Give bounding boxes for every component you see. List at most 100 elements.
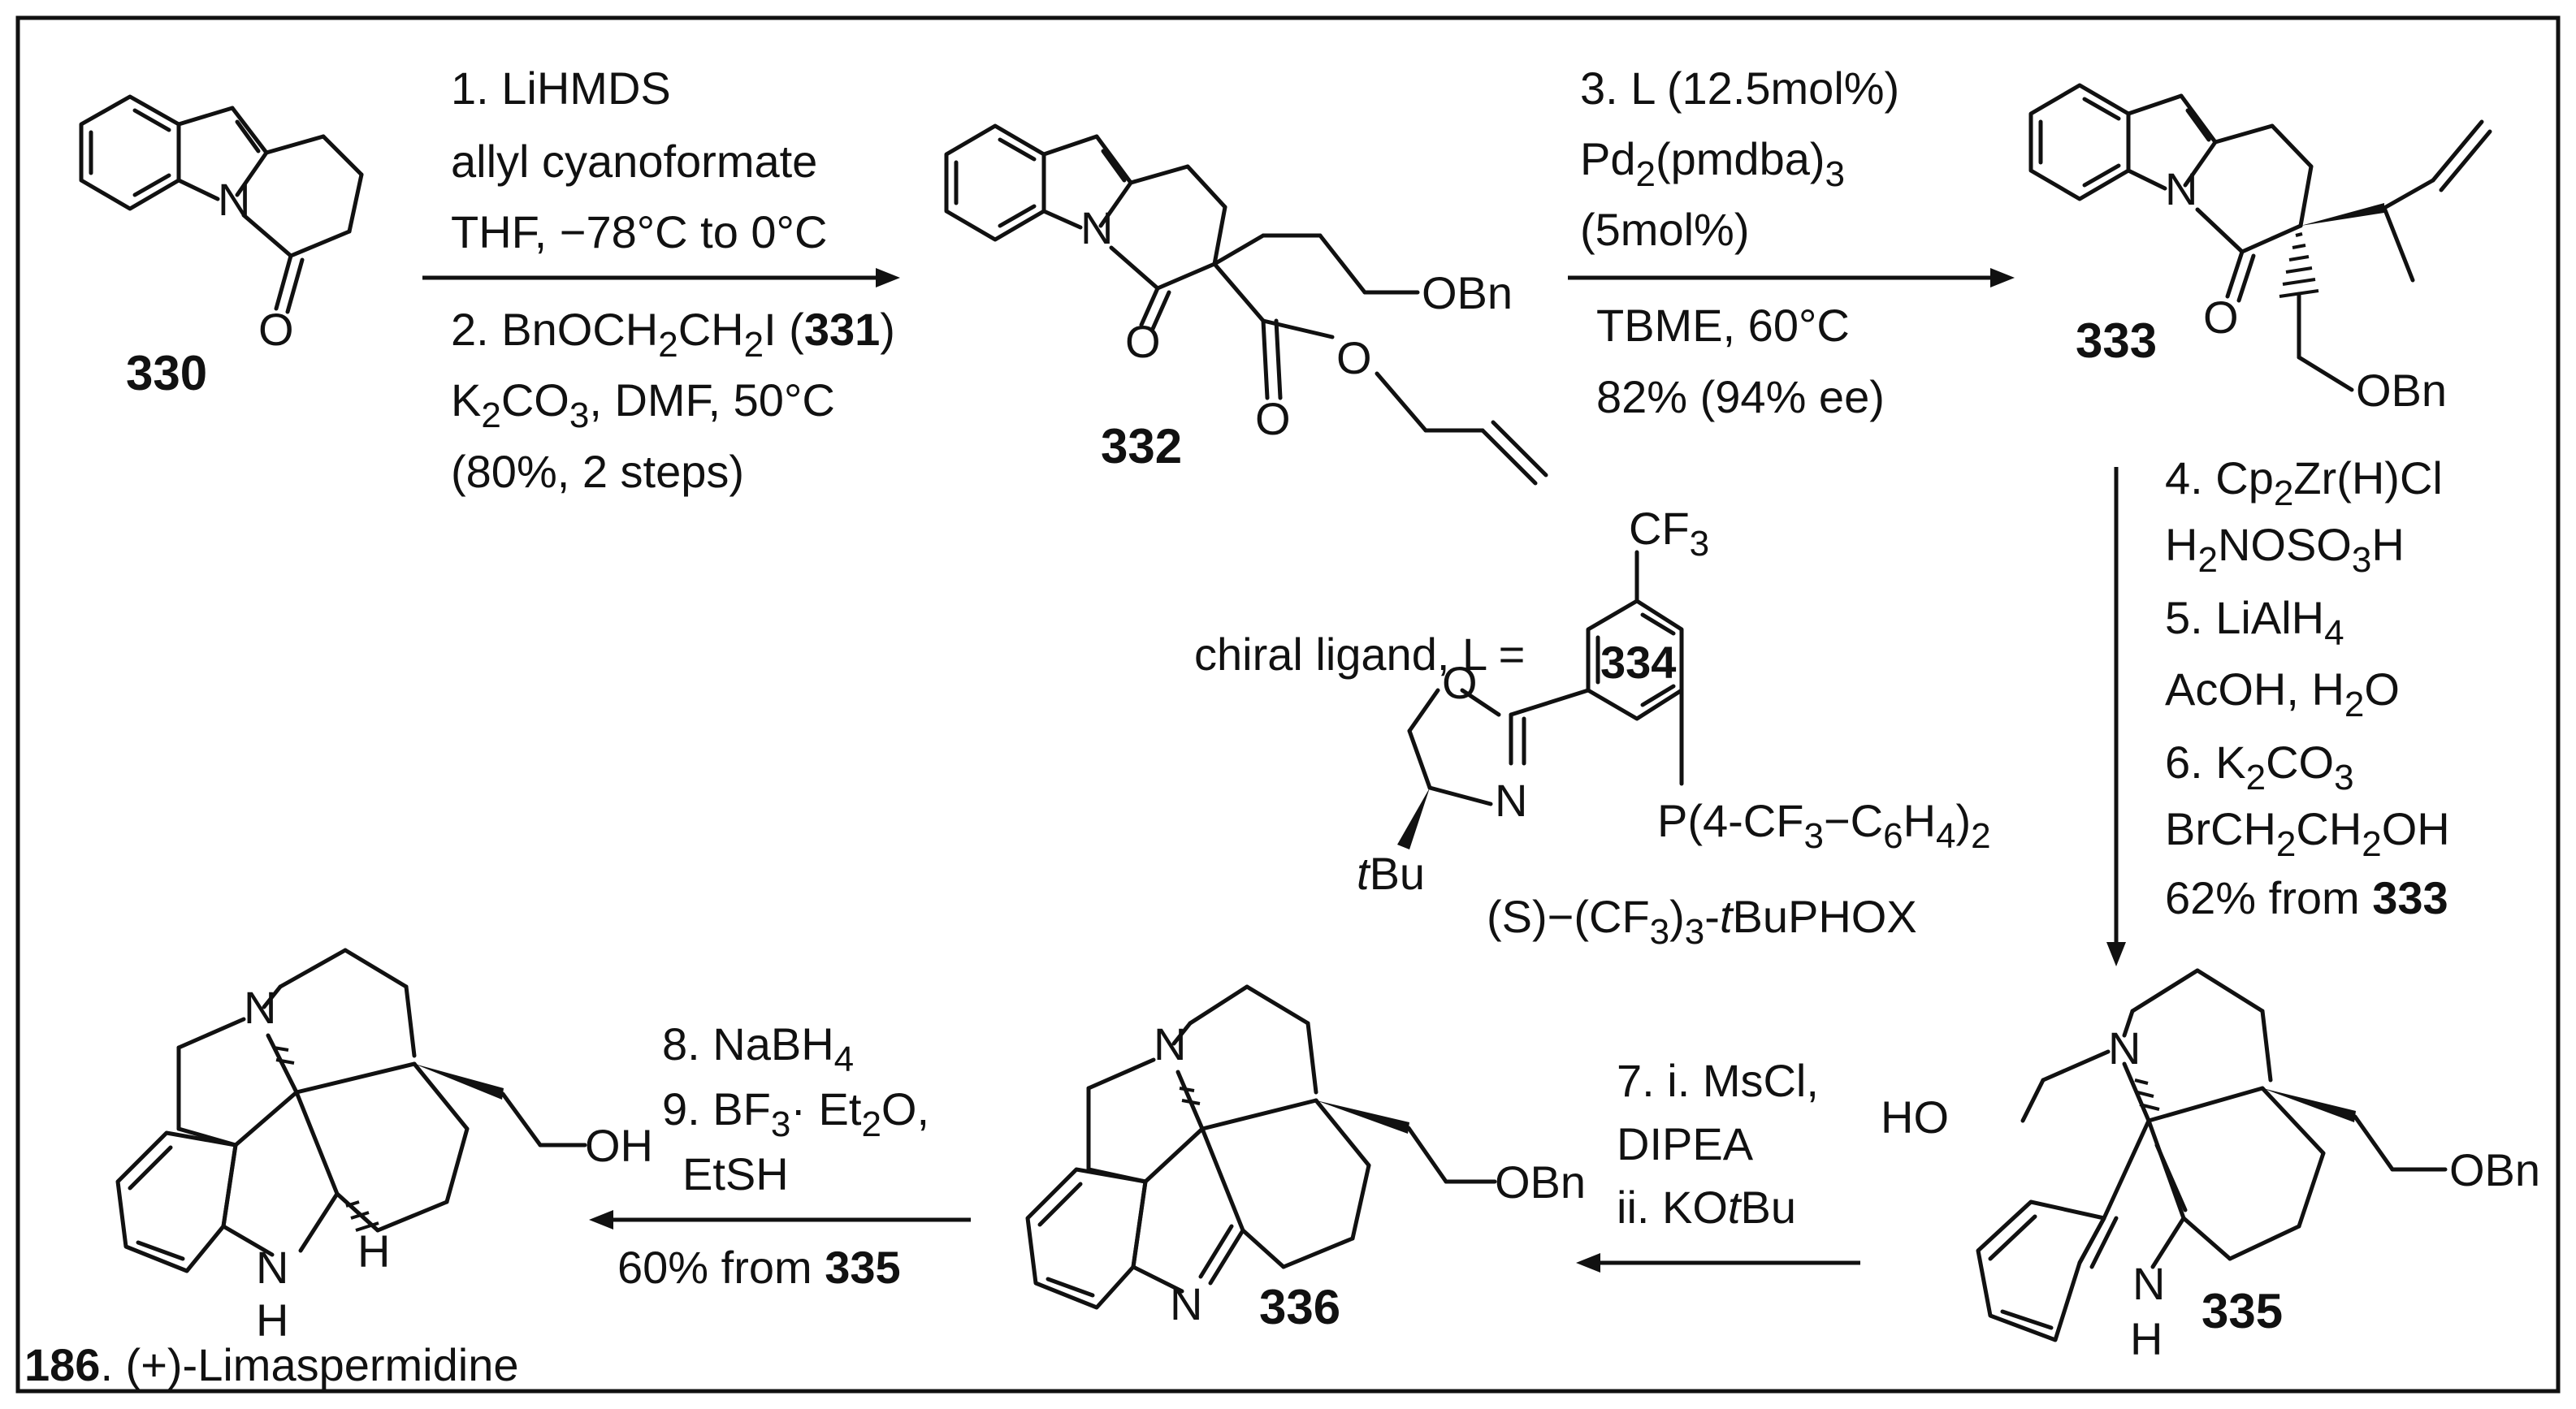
compound-335-structure — [1976, 968, 2448, 1342]
atom-n-336: N — [1154, 1018, 1186, 1070]
atom-cf3-ligand: CF3 — [1629, 503, 1709, 564]
cond-step6-line2-d: 2 — [2362, 824, 2381, 864]
cond-step8-line1: 8. NaBH4 — [662, 1018, 854, 1079]
cond-step9-line3-b: 335 — [825, 1242, 900, 1293]
label-186: 186. (+)-Limaspermidine — [24, 1339, 518, 1390]
label-332: 332 — [1101, 419, 1182, 473]
cond-step6-line1: 6. K2CO3 — [2165, 737, 2354, 797]
atom-n-333: N — [2165, 163, 2197, 214]
atom-o-330: O — [258, 304, 294, 355]
cond-step8-line1-b: 4 — [834, 1039, 854, 1079]
cond-step6-line1-b: 2 — [2246, 758, 2266, 797]
cond-step4-line2-e: H — [2371, 519, 2404, 570]
cond-step3-line2-b: 2 — [1636, 154, 1656, 194]
cond-step4-line1-a: 4. Cp — [2165, 452, 2274, 504]
label-335: 335 — [2202, 1284, 2283, 1338]
cond-step9-line1-b: 3 — [771, 1104, 790, 1144]
cond-step9-line1-c: · Et — [790, 1083, 862, 1135]
cond-step6-line2-a: BrCH — [2165, 803, 2276, 854]
cond-step3-line1: 3. L (12.5mol%) — [1580, 63, 1899, 114]
cond-step2-line2-b: 2 — [481, 395, 500, 435]
cond-step2-line2-c: CO — [501, 374, 569, 426]
cond-step6-line1-d: 3 — [2334, 758, 2353, 797]
cond-step9-line1-d: 2 — [861, 1104, 881, 1144]
cond-step9-line2: EtSH — [682, 1148, 789, 1199]
atom-nh-n-335: N — [2132, 1258, 2165, 1309]
label-336: 336 — [1259, 1280, 1340, 1334]
atom-n-335: N — [2108, 1022, 2141, 1074]
atom-n-imine-336: N — [1170, 1278, 1202, 1329]
ligand-phosphine-g: ) — [1956, 795, 1972, 846]
group-obn-332: OBn — [1422, 267, 1513, 318]
ligand-phosphine-e: H — [1903, 795, 1936, 846]
cond-step9-line1-e: O, — [881, 1083, 929, 1135]
ligand-name: (S)−(CF3)3-tBuPHOX — [1487, 891, 1917, 952]
cond-step6-line1-c: CO — [2266, 737, 2334, 788]
cond-step7-line3-c: Bu — [1740, 1182, 1796, 1233]
compound-336-structure — [1025, 984, 1497, 1310]
label-334: 334 — [1600, 637, 1676, 688]
cond-step9-line3-a: 60% from — [617, 1242, 825, 1293]
cond-step5-line2-c: O — [2364, 663, 2400, 715]
cond-step5-line1-b: 4 — [2324, 613, 2344, 653]
cond-step7-line3-a: ii. KO — [1617, 1182, 1728, 1233]
cond-step8-line1-a: 8. NaBH — [662, 1018, 834, 1070]
ligand-phosphine: P(4-CF3−C6H4)2 — [1657, 795, 1991, 856]
cond-step4-line2-c: NOSO — [2218, 519, 2352, 570]
cond-step6-line1-a: 6. K — [2165, 737, 2246, 788]
cond-step9-line3: 60% from 335 — [617, 1242, 901, 1293]
group-obn-335: OBn — [2449, 1144, 2540, 1195]
atom-nh-h-335: H — [2130, 1313, 2163, 1364]
group-obn-333: OBn — [2356, 365, 2447, 416]
cond-step5-line2: AcOH, H2O — [2165, 663, 2400, 724]
cond-step7-line2: DIPEA — [1617, 1118, 1754, 1169]
scheme-frame — [15, 15, 2561, 1394]
ligand-name-a: (S)−(CF — [1487, 891, 1650, 942]
cond-step3-line2-c: (pmdba) — [1656, 133, 1825, 184]
ligand-label: chiral ligand, L = — [1194, 629, 1525, 680]
cond-step3-line4: TBME, 60°C — [1596, 300, 1850, 351]
ligand-phosphine-a: P(4-CF — [1657, 795, 1803, 846]
cond-step1-line3: THF, −78°C to 0°C — [451, 206, 827, 257]
cond-step7-line1: 7. i. MsCl, — [1617, 1055, 1819, 1106]
cond-step4-line1-b: 2 — [2274, 473, 2293, 513]
cond-step4-line2-d: 3 — [2352, 540, 2371, 580]
atom-n-330: N — [218, 174, 250, 225]
atom-n-ligand: N — [1495, 775, 1527, 826]
arrow-head-step-7 — [1576, 1253, 1600, 1273]
label-186-number: 186 — [24, 1339, 100, 1390]
atom-tbu-ligand: tBu — [1357, 848, 1425, 899]
ligand-name-b: 3 — [1650, 912, 1669, 952]
cond-step2-line2-d: 3 — [569, 395, 589, 435]
cond-step2-line2-e: , DMF, 50°C — [589, 374, 834, 426]
group-oh-186: OH — [585, 1120, 653, 1171]
cond-step2-line1-e: I ( — [764, 304, 804, 355]
cond-step6-line2: BrCH2CH2OH — [2165, 803, 2450, 864]
cond-step2-line1: 2. BnOCH2CH2I (331) — [451, 304, 895, 365]
ligand-phosphine-c: −C — [1824, 795, 1883, 846]
ligand-name-d: 3 — [1685, 912, 1704, 952]
cond-step6-line2-e: OH — [2382, 803, 2450, 854]
atom-o-ester-carbonyl-332: O — [1255, 393, 1291, 444]
cond-step2-line3: (80%, 2 steps) — [451, 446, 744, 497]
cond-step7-line3-b: t — [1728, 1182, 1743, 1233]
ligand-name-e: - — [1704, 891, 1720, 942]
atom-tbu-ligand-bu: Bu — [1370, 848, 1426, 899]
cond-step4-line1: 4. Cp2Zr(H)Cl — [2165, 452, 2443, 513]
atom-cf3-ligand-sub: 3 — [1690, 524, 1709, 564]
atom-o-ligand: O — [1442, 657, 1478, 708]
cond-step1-line1: 1. LiHMDS — [451, 63, 671, 114]
atom-h-186: H — [357, 1225, 390, 1277]
cond-step3-line2-d: 3 — [1825, 154, 1845, 194]
compound-333-structure — [2028, 83, 2492, 392]
cond-step7-line3: ii. KOtBu — [1617, 1182, 1796, 1233]
cond-step2-line2-a: K — [451, 374, 481, 426]
arrow-head-step-4-6 — [2106, 942, 2126, 966]
cond-step2-line1-a: 2. BnOCH — [451, 304, 658, 355]
atom-nh-h-186: H — [256, 1294, 288, 1346]
atom-tbu-ligand-t: t — [1357, 848, 1371, 899]
cond-step5-line2-b: 2 — [2344, 685, 2364, 724]
compound-330-structure — [79, 94, 364, 314]
ligand-334-structure — [1407, 550, 1684, 806]
